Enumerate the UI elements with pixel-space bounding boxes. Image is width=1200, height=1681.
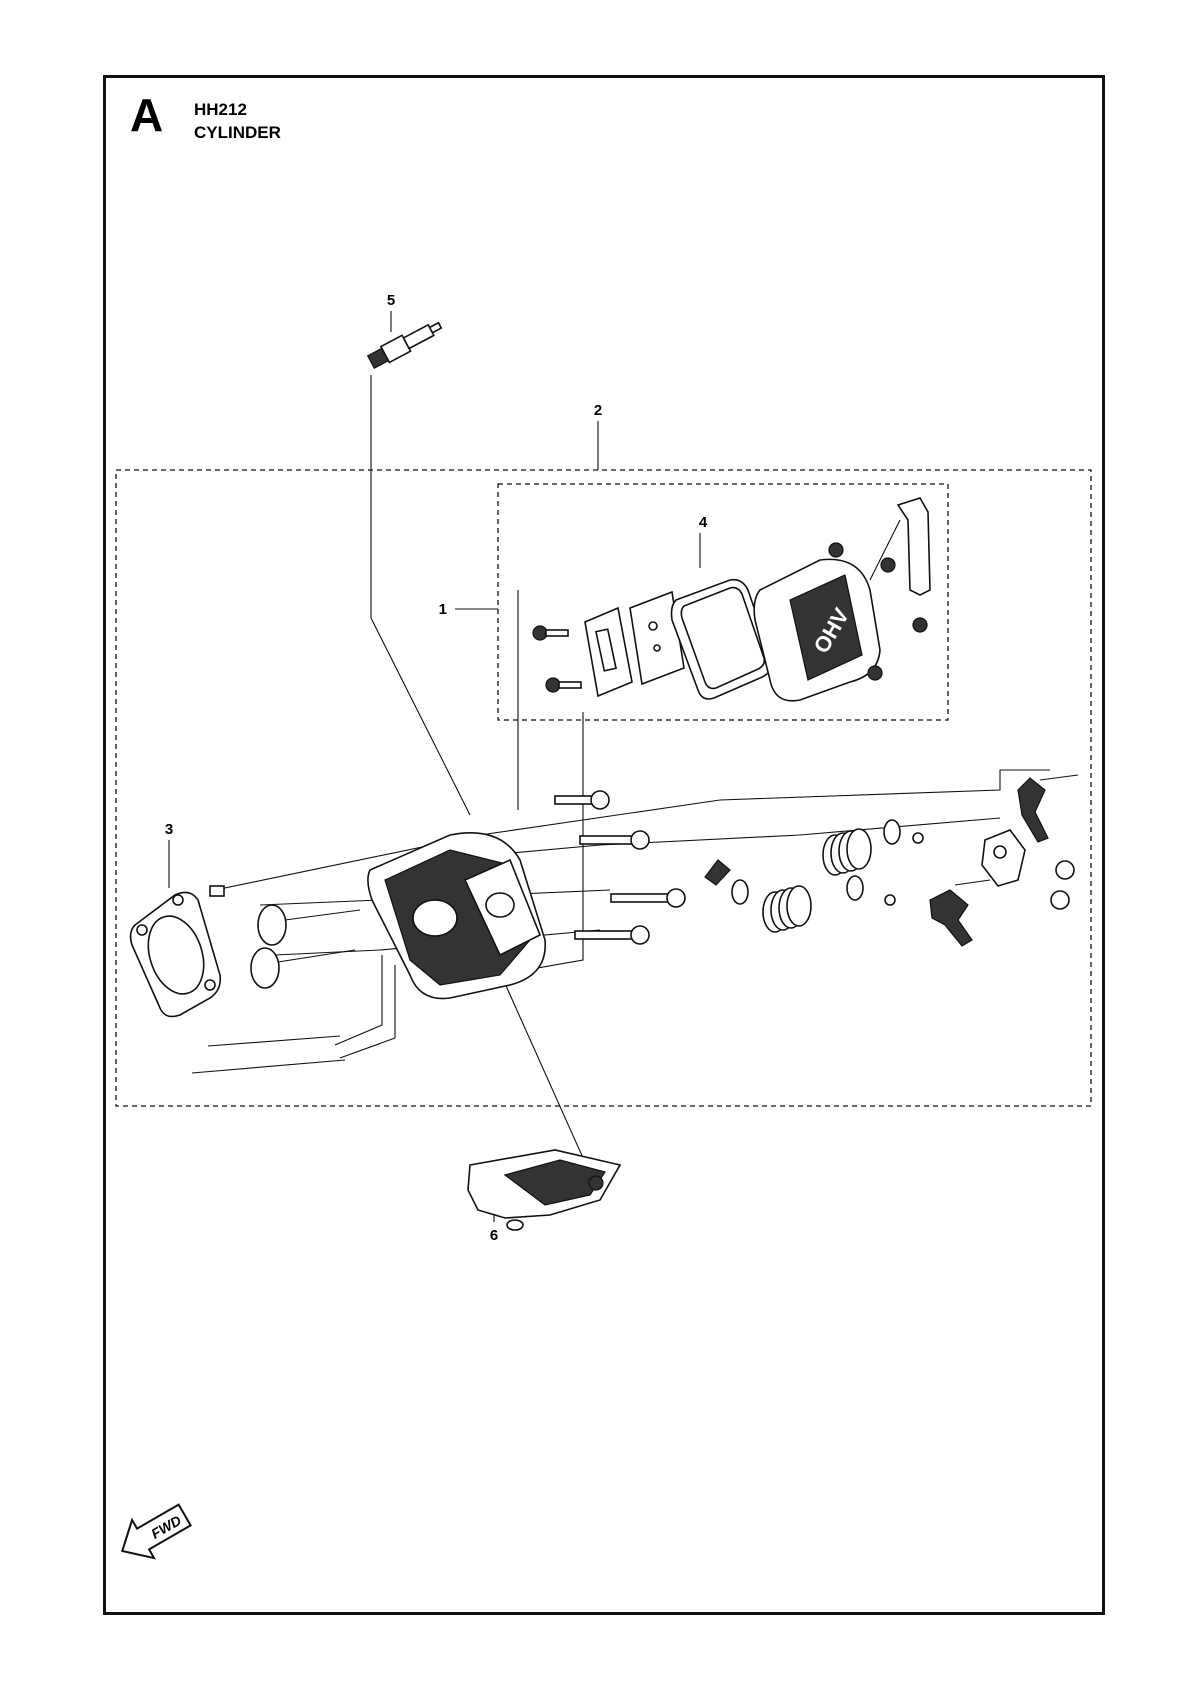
head-bolts (209, 790, 686, 945)
callout-3: 3 (165, 821, 173, 838)
diagram-frame (103, 75, 1105, 1615)
section-letter: A (130, 89, 164, 141)
assembly-name: CYLINDER (194, 123, 281, 142)
callout-1: 1 (439, 601, 447, 618)
spark-plug (366, 321, 443, 369)
cylinder-head (367, 832, 546, 1000)
valve-spring-1 (762, 885, 812, 933)
kit-boundary-1 (497, 483, 949, 721)
callout-4: 4 (699, 514, 708, 531)
heat-shield (467, 1149, 622, 1231)
callout-5: 5 (387, 292, 395, 309)
head-gasket (129, 891, 222, 1018)
callout-6: 6 (490, 1227, 498, 1244)
valve-spring-2 (822, 828, 872, 876)
callout-2: 2 (594, 402, 602, 419)
kit-boundary-2 (115, 469, 1092, 1107)
valves (250, 904, 361, 989)
push-rods (191, 1035, 346, 1074)
valve-cover-kit: OHV (532, 497, 931, 702)
leader-lines (168, 311, 1050, 1222)
model-code: HH212 (194, 100, 247, 119)
valve-train (704, 774, 1079, 947)
fwd-direction-arrow-icon: FWD (121, 1503, 193, 1560)
